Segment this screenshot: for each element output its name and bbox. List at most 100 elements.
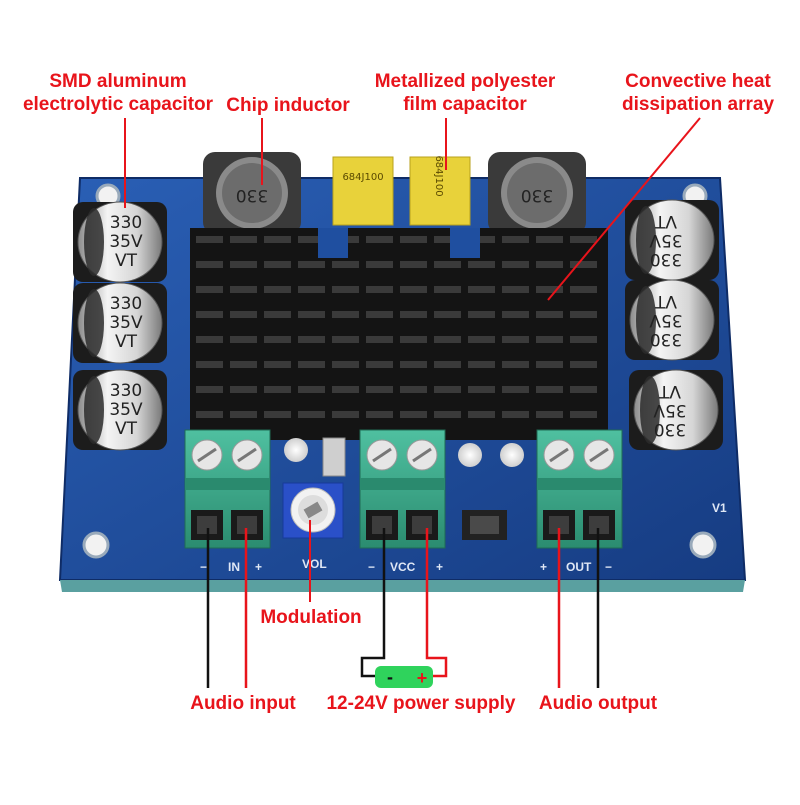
label-line: Chip inductor xyxy=(226,95,350,116)
heatsink-fin xyxy=(196,311,223,318)
power-pos-wire xyxy=(425,528,448,678)
heatsink-fin xyxy=(468,261,495,268)
heatsink-fin xyxy=(536,236,563,243)
heatsink-fin xyxy=(366,311,393,318)
heatsink-fin xyxy=(434,286,461,293)
capacitor-marking: 330 xyxy=(650,249,682,269)
mount-hole xyxy=(82,531,110,559)
heatsink-fin xyxy=(332,386,359,393)
heatsink-fin xyxy=(570,361,597,368)
heatsink-fin xyxy=(366,286,393,293)
chip-inductor-right: 330 xyxy=(488,152,586,234)
power-neg-wire xyxy=(360,528,386,678)
label-line: Audio input xyxy=(190,693,296,714)
heatsink-fin xyxy=(298,261,325,268)
film-code: 684J100 xyxy=(342,172,383,183)
heatsink-fin xyxy=(536,336,563,343)
heatsink-fin xyxy=(536,386,563,393)
mount-hole xyxy=(689,531,717,559)
heatsink-fin xyxy=(332,361,359,368)
capacitor-marking: 330 xyxy=(654,419,686,439)
capacitor-marking: 35V xyxy=(649,230,683,250)
chip-inductor-left: 330 xyxy=(203,152,301,234)
capacitor-marking: 35V xyxy=(109,400,143,420)
small-capacitor xyxy=(322,437,346,477)
heatsink-fin xyxy=(366,386,393,393)
capacitor-marking: VT xyxy=(654,211,677,231)
capacitor-marking: 330 xyxy=(650,329,682,349)
vol-silkscreen: VOL xyxy=(302,557,327,571)
heatsink-fin xyxy=(230,336,257,343)
label-film-capacitor: Metallized polyester film capacitor xyxy=(360,70,570,116)
heatsink-fin xyxy=(434,261,461,268)
heatsink-fin xyxy=(230,261,257,268)
heatsink-fin xyxy=(264,236,291,243)
heatsink-fin xyxy=(298,386,325,393)
label-chip-inductor: Chip inductor xyxy=(218,94,358,117)
heatsink-fin xyxy=(264,336,291,343)
heatsink-fin xyxy=(264,311,291,318)
capacitor-marking: 35V xyxy=(649,310,683,330)
battery-plus: + xyxy=(417,668,428,688)
capacitor-marking: 35V xyxy=(653,400,687,420)
heatsink-fin xyxy=(196,361,223,368)
label-audio-input: Audio input xyxy=(180,692,306,715)
in-silkscreen: IN xyxy=(228,560,240,574)
heatsink-fin xyxy=(332,286,359,293)
power-battery-icon: - + xyxy=(375,666,433,688)
heatsink-fin xyxy=(502,311,529,318)
film-code: 684J100 xyxy=(433,155,444,196)
film-capacitor-right: 684J100 xyxy=(409,155,471,226)
heatsink-fin xyxy=(230,236,257,243)
heatsink-fin xyxy=(468,361,495,368)
heatsink xyxy=(190,228,608,440)
label-line: Modulation xyxy=(260,607,362,628)
heatsink-fin xyxy=(468,311,495,318)
out-plus-mark: + xyxy=(540,560,547,574)
in-plus-mark: + xyxy=(255,560,262,574)
capacitor-marking: VT xyxy=(658,381,681,401)
heatsink-fin xyxy=(196,386,223,393)
heatsink-fin xyxy=(570,411,597,418)
heatsink-fin xyxy=(298,311,325,318)
heatsink-fin xyxy=(400,261,427,268)
capacitor-marking: 330 xyxy=(110,381,142,401)
v1-silkscreen: V1 xyxy=(712,501,727,515)
label-heatsink: Convective heat dissipation array xyxy=(612,70,784,116)
label-line: Convective heat xyxy=(625,71,771,92)
heatsink-fin xyxy=(196,286,223,293)
heatsink-fin xyxy=(536,286,563,293)
capacitor-marking: VT xyxy=(115,251,138,271)
film-capacitor-left: 684J100 xyxy=(332,156,394,226)
screw-terminal xyxy=(359,429,446,549)
capacitor-marking: VT xyxy=(115,419,138,439)
label-smd-capacitor: SMD aluminum electrolytic capacitor xyxy=(18,70,218,116)
heatsink-fin xyxy=(366,336,393,343)
vcc-plus-mark: + xyxy=(436,560,443,574)
heatsink-fin xyxy=(366,411,393,418)
heatsink-fin xyxy=(570,336,597,343)
led-indicator xyxy=(458,443,482,467)
heatsink-fin xyxy=(264,286,291,293)
heatsink-fin xyxy=(468,286,495,293)
heatsink-fin xyxy=(298,411,325,418)
heatsink-fin xyxy=(468,336,495,343)
label-line: Audio output xyxy=(538,693,658,714)
heatsink-fin xyxy=(230,411,257,418)
heatsink-fin xyxy=(366,236,393,243)
heatsink-fin xyxy=(400,286,427,293)
heatsink-fin xyxy=(502,336,529,343)
vcc-silkscreen: VCC xyxy=(390,560,416,574)
heatsink-fin xyxy=(570,236,597,243)
heatsink-fin xyxy=(230,286,257,293)
in-minus-mark: − xyxy=(200,560,207,574)
label-line: Metallized polyester xyxy=(374,71,556,92)
